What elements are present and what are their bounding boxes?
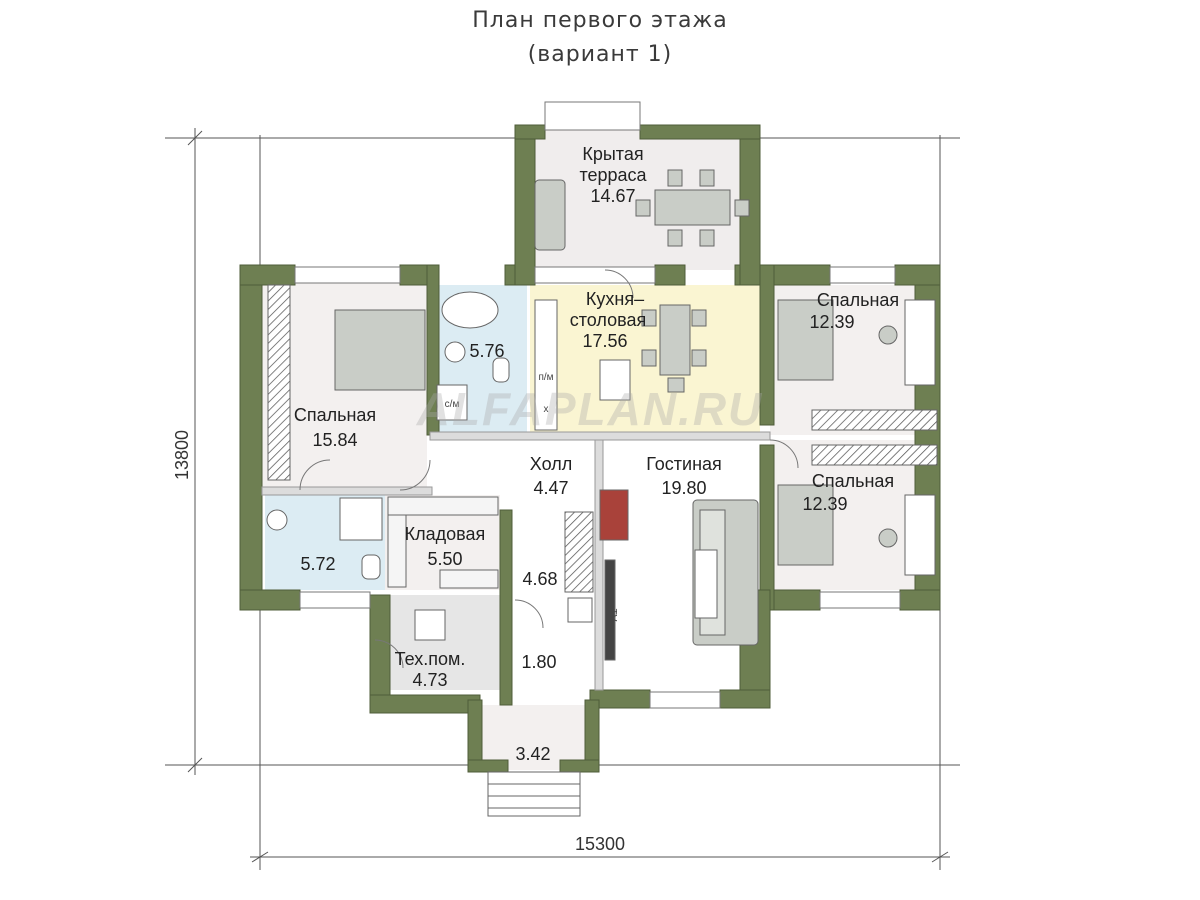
windows <box>294 101 901 709</box>
porch-steps <box>487 771 581 817</box>
bath-top-area: 5.76 <box>469 341 504 361</box>
kitchen-island <box>599 359 631 401</box>
right-bottom-wardrobe <box>811 444 938 466</box>
terrace-name-2: терраса <box>579 165 647 185</box>
doors <box>299 269 799 669</box>
left-wardrobe <box>267 284 291 481</box>
bedroom-rb-name: Спальная <box>812 471 894 491</box>
vestibule-area: 1.80 <box>521 652 556 672</box>
left-bed <box>334 309 426 391</box>
height-dimension: 13800 <box>172 430 192 480</box>
corridor-area: 4.68 <box>522 569 557 589</box>
dishwasher-label: п/м <box>538 372 553 383</box>
boiler <box>414 609 446 641</box>
fridge-label: х <box>544 404 549 415</box>
hall-name: Холл <box>530 454 572 474</box>
kitchen-area: 17.56 <box>582 331 627 351</box>
storage-shelf-top <box>387 496 499 516</box>
terrace-sofa <box>534 179 566 251</box>
bath-bottom-area: 5.72 <box>300 554 335 574</box>
corridor-cabinet <box>567 597 593 623</box>
right-bottom-desk <box>904 494 936 576</box>
coffee-table <box>694 549 718 619</box>
right-top-desk <box>904 299 936 386</box>
living-name: Гостиная <box>646 454 722 474</box>
room-labels: Крытая терраса 14.67 Кухня– столовая 17.… <box>294 144 899 764</box>
bathtub <box>441 291 499 329</box>
right-top-wardrobe <box>811 409 938 431</box>
kitchen-table <box>659 304 691 376</box>
tech-area: 4.73 <box>412 670 447 690</box>
washer-box <box>436 384 468 421</box>
bedroom-rb-area: 12.39 <box>802 494 847 514</box>
kitchen-name-1: Кухня– <box>586 289 644 309</box>
storage-shelf-bottom <box>439 569 499 589</box>
terrace-table <box>654 189 731 226</box>
living-area: 19.80 <box>661 478 706 498</box>
bedroom-rt-area: 12.39 <box>809 312 854 332</box>
corridor-wardrobe <box>564 511 594 593</box>
bedroom-left-name: Спальная <box>294 405 376 425</box>
plan-subtitle: (вариант 1) <box>527 42 673 67</box>
width-dimension: 15300 <box>575 834 625 854</box>
tv-stand <box>604 559 616 661</box>
bath-bottom-sink <box>266 509 288 531</box>
washer-label: с/м <box>445 399 460 410</box>
kitchen-name-2: столовая <box>570 310 647 330</box>
hall-area: 4.47 <box>533 478 568 498</box>
storage-name: Кладовая <box>405 524 486 544</box>
terrace-name-1: Крытая <box>582 144 643 164</box>
right-top-bed <box>777 299 834 381</box>
bath-top-sink <box>444 341 466 363</box>
porch-floor <box>478 705 590 770</box>
bath-bottom-toilet <box>361 554 381 580</box>
storage-area: 5.50 <box>427 549 462 569</box>
furniture <box>266 169 938 661</box>
bedroom-left-area: 15.84 <box>312 430 357 450</box>
right-bottom-bed <box>777 484 834 566</box>
watermark: ALFAPLAN.RU <box>416 383 764 435</box>
tech-name: Тех.пом. <box>395 649 466 669</box>
shower <box>339 497 383 541</box>
hall-floor <box>430 440 600 505</box>
bedroom-rt-name: Спальная <box>817 290 899 310</box>
porch-area: 3.42 <box>515 744 550 764</box>
bath-top-toilet <box>492 357 510 383</box>
tv-label: TV <box>607 609 618 622</box>
plan-title: План первого этажа <box>472 8 728 33</box>
fireplace <box>599 489 629 541</box>
kitchen-counter <box>534 299 558 431</box>
terrace-area: 14.67 <box>590 186 635 206</box>
